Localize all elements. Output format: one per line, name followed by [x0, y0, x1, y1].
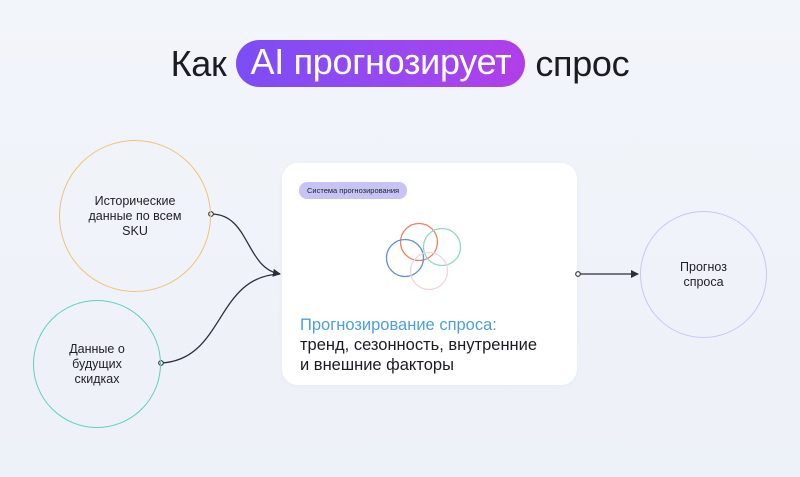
system-description: Прогнозирование спроса: тренд, сезонност…	[300, 315, 537, 375]
input-node-future-discounts: Данные о будущих скидках	[33, 300, 161, 428]
output-node-demand-forecast: Прогноз спроса	[640, 211, 767, 338]
output-node-label: Прогноз спроса	[680, 259, 727, 289]
icon-circle-pink	[409, 251, 449, 291]
icon-circle-orange	[399, 222, 439, 262]
title-prefix: Как	[170, 42, 227, 84]
input-node-label: Исторические данные по всем SKU	[88, 193, 182, 238]
icon-circle-green	[422, 227, 462, 267]
system-body: тренд, сезонность, внутренние и внешние …	[300, 336, 538, 374]
page-title: Как AI прогнозирует спрос	[0, 40, 800, 87]
connector-historical-to-system	[210, 213, 281, 277]
icon-circle-blue	[385, 238, 425, 278]
title-highlight-pill: AI прогнозирует	[236, 40, 526, 87]
connector-discounts-to-system	[160, 273, 281, 364]
input-node-historical-data: Исторические данные по всем SKU	[59, 140, 211, 292]
input-node-label: Данные о будущих скидках	[69, 341, 125, 386]
system-heading: Прогнозирование спроса:	[300, 316, 497, 334]
forecasting-system-card: Система прогнозирования Прогнозирование …	[282, 163, 577, 385]
title-suffix: спрос	[535, 42, 630, 84]
overlapping-circles-icon	[385, 222, 462, 291]
system-badge: Система прогнозирования	[299, 182, 408, 199]
